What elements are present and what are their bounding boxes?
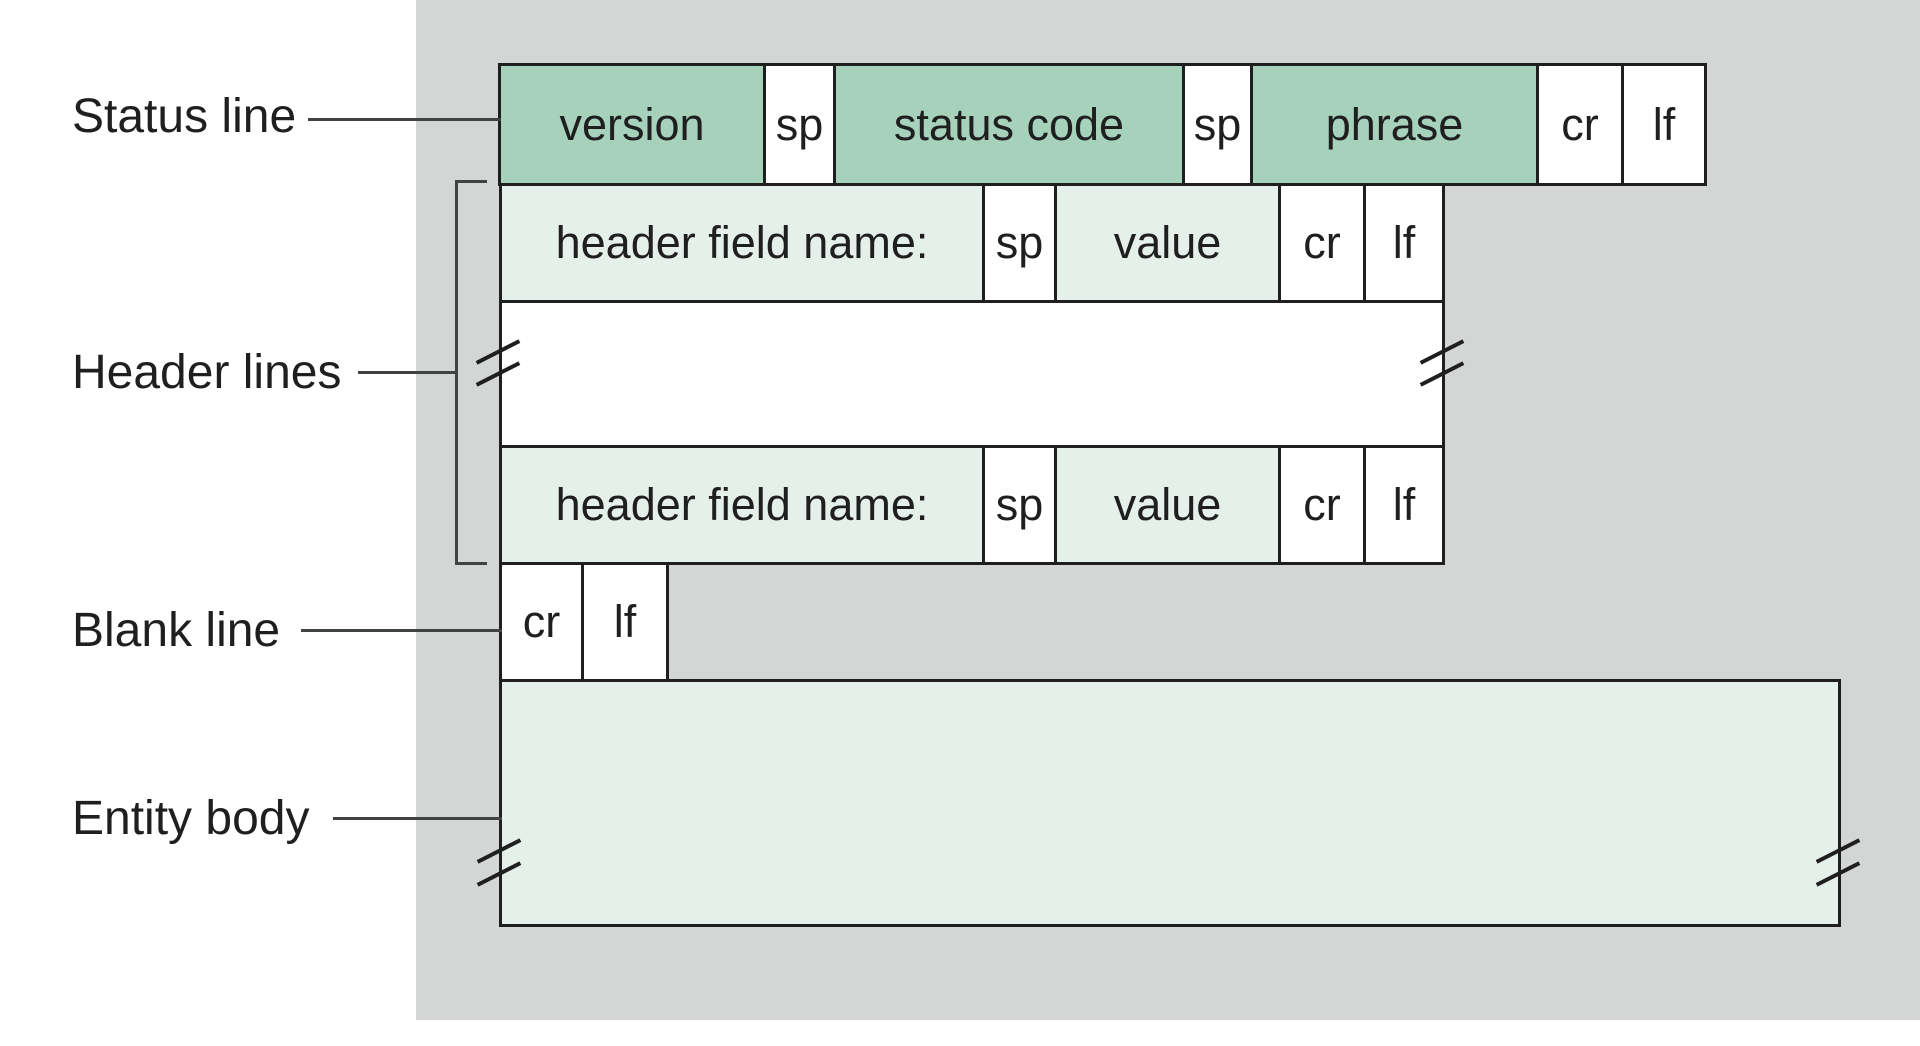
status-cell-version-label: version bbox=[559, 98, 705, 150]
status-cell-sp-1: sp bbox=[763, 63, 836, 186]
status-cell-version: version bbox=[498, 63, 766, 186]
header2-cell-cr-label: cr bbox=[1303, 479, 1341, 530]
header2-cell-value-label: value bbox=[1113, 479, 1222, 530]
blank-cell-cr-label: cr bbox=[522, 596, 561, 647]
status-cell-phrase-label: phrase bbox=[1325, 98, 1464, 150]
header1-cell-sp: sp bbox=[982, 183, 1057, 303]
leader-entity-body bbox=[333, 817, 502, 820]
header1-cell-value-label: value bbox=[1113, 217, 1222, 268]
header1-cell-cr-label: cr bbox=[1303, 217, 1341, 268]
header1-cell-field-name-label: header field name: bbox=[555, 217, 929, 268]
label-status-line: Status line bbox=[72, 90, 297, 143]
header-lines-bracket bbox=[455, 180, 487, 565]
header2-cell-lf-label: lf bbox=[1392, 479, 1416, 530]
blank-cell-lf-label: lf bbox=[613, 596, 637, 647]
status-cell-lf-label: lf bbox=[1652, 98, 1676, 150]
status-cell-cr: cr bbox=[1536, 63, 1624, 186]
leader-blank-line bbox=[301, 629, 502, 632]
header-lines-gap-box bbox=[499, 300, 1445, 448]
label-entity-body: Entity body bbox=[72, 792, 310, 845]
label-blank-line: Blank line bbox=[72, 604, 281, 657]
header1-cell-field-name: header field name: bbox=[499, 183, 985, 303]
status-cell-sp-2: sp bbox=[1182, 63, 1253, 186]
status-cell-status-code: status code bbox=[833, 63, 1185, 186]
status-cell-cr-label: cr bbox=[1561, 98, 1599, 150]
status-cell-sp-1-label: sp bbox=[775, 98, 824, 150]
header1-cell-value: value bbox=[1054, 183, 1281, 303]
header2-cell-sp: sp bbox=[982, 445, 1057, 565]
header2-cell-value: value bbox=[1054, 445, 1281, 565]
header2-cell-lf: lf bbox=[1363, 445, 1445, 565]
label-header-lines: Header lines bbox=[72, 346, 342, 399]
blank-cell-lf: lf bbox=[581, 562, 669, 682]
status-cell-phrase: phrase bbox=[1250, 63, 1539, 186]
status-cell-status-code-label: status code bbox=[893, 98, 1125, 150]
header2-cell-field-name-label: header field name: bbox=[555, 479, 929, 530]
header2-cell-cr: cr bbox=[1278, 445, 1366, 565]
leader-status-line bbox=[308, 118, 501, 121]
leader-header-lines bbox=[358, 371, 458, 374]
header1-cell-lf-label: lf bbox=[1392, 217, 1416, 268]
header2-cell-sp-label: sp bbox=[995, 479, 1044, 530]
status-cell-lf: lf bbox=[1621, 63, 1707, 186]
entity-body-box bbox=[499, 679, 1841, 927]
header1-cell-sp-label: sp bbox=[995, 217, 1044, 268]
blank-cell-cr: cr bbox=[499, 562, 584, 682]
header2-cell-field-name: header field name: bbox=[499, 445, 985, 565]
header1-cell-cr: cr bbox=[1278, 183, 1366, 303]
header1-cell-lf: lf bbox=[1363, 183, 1445, 303]
status-cell-sp-2-label: sp bbox=[1193, 98, 1242, 150]
